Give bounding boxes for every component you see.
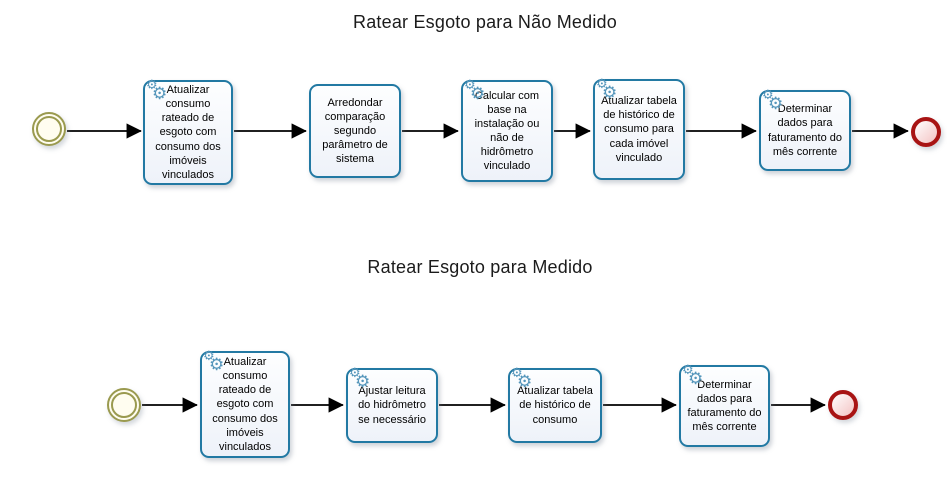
task-label: Determinar dados para faturamento do mês…: [687, 378, 762, 434]
task-label: Determinar dados para faturamento do mês…: [768, 103, 842, 158]
task-label: Atualizar tabela de histórico de consumo: [517, 385, 593, 426]
task-determinar-dados-faturamento-nao-medido[interactable]: ⚙ ⚙ Determinar dados para faturamento do…: [759, 88, 851, 171]
process-title-nao-medido: Ratear Esgoto para Não Medido: [353, 12, 617, 32]
task-arredondar-comparacao[interactable]: Arredondar comparação segundo parâmetro …: [309, 84, 401, 178]
task-atualizar-tabela-historico-nao-medido[interactable]: ⚙ ⚙ Atualizar tabela de histórico de con…: [593, 77, 685, 180]
process-title-medido: Ratear Esgoto para Medido: [367, 257, 593, 277]
task-determinar-dados-faturamento-medido[interactable]: ⚙ ⚙ Determinar dados para faturamento do…: [679, 363, 770, 447]
end-event-medido[interactable]: [828, 390, 858, 420]
task-ajustar-leitura-hidrometro[interactable]: ⚙ ⚙ Ajustar leitura do hidrômetro se nec…: [346, 366, 438, 443]
task-label: Ajustar leitura do hidrômetro se necessá…: [358, 385, 426, 426]
task-atualizar-tabela-historico-medido[interactable]: ⚙ ⚙ Atualizar tabela de histórico de con…: [508, 366, 602, 443]
start-event-medido[interactable]: [107, 388, 141, 422]
double-circle-icon: [36, 116, 62, 142]
task-calcular-base-instalacao[interactable]: ⚙ ⚙ Calcular com base na instalação ou n…: [461, 78, 553, 182]
end-event-nao-medido[interactable]: [911, 117, 941, 147]
task-label: Atualizar tabela de histórico de consumo…: [601, 95, 677, 164]
task-label: Atualizar consumo rateado de esgoto com …: [212, 356, 278, 453]
double-circle-icon: [111, 392, 137, 418]
task-label: Calcular com base na instalação ou não d…: [474, 89, 540, 173]
task-label: Arredondar comparação segundo parâmetro …: [322, 96, 388, 166]
task-atualizar-consumo-rateado-medido[interactable]: ⚙ ⚙ Atualizar consumo rateado de esgoto …: [200, 349, 290, 458]
start-event-nao-medido[interactable]: [32, 112, 66, 146]
task-label: Atualizar consumo rateado de esgoto com …: [155, 84, 221, 181]
task-atualizar-consumo-rateado-nao-medido[interactable]: ⚙ ⚙ Atualizar consumo rateado de esgoto …: [143, 78, 233, 185]
